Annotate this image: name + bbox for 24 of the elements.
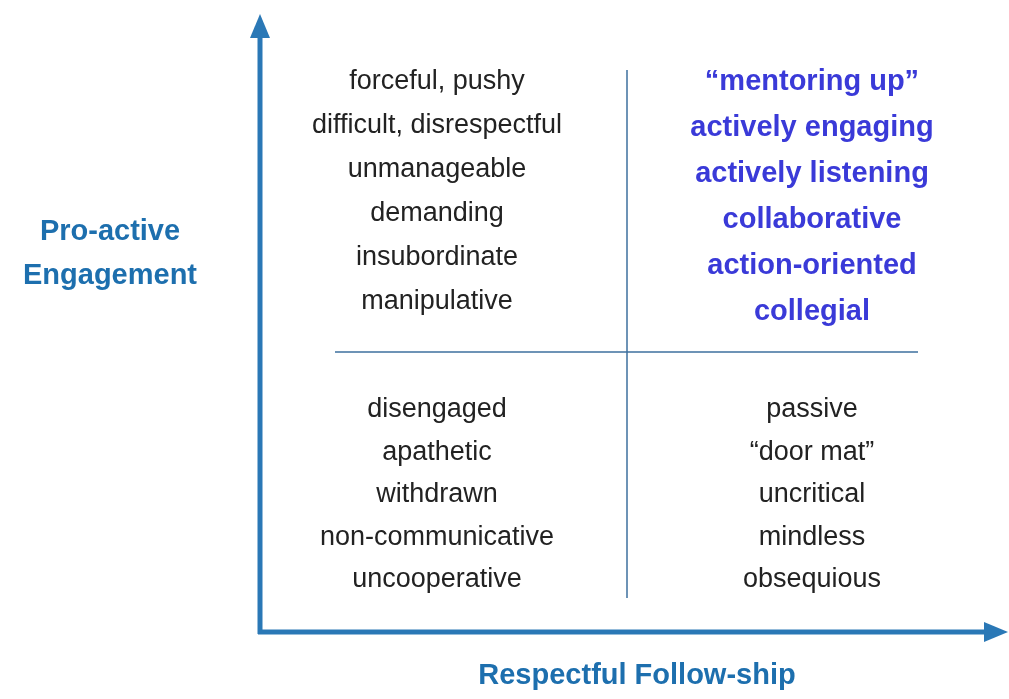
positive-trait: “mentoring up”: [703, 63, 921, 98]
trait-text: difficult, disrespectful: [310, 108, 564, 141]
positive-trait: actively engaging: [689, 109, 935, 144]
positive-trait: action-oriented: [706, 247, 918, 282]
trait-text: uncooperative: [351, 562, 523, 595]
trait-text: passive: [765, 392, 859, 425]
axis-title: Pro-active Engagement: [22, 213, 198, 292]
axis-title: Respectful Follow-ship: [477, 657, 797, 692]
trait-text: “door mat”: [748, 434, 876, 468]
trait-text: forceful, pushy: [348, 64, 526, 97]
trait-text: obsequious: [741, 562, 883, 595]
positive-trait: collegial: [752, 293, 871, 328]
trait-text: disengaged: [366, 392, 508, 425]
trait-text: insubordinate: [354, 240, 520, 273]
positive-trait: collaborative: [721, 201, 903, 236]
trait-text: withdrawn: [375, 477, 499, 510]
trait-text: unmanageable: [346, 152, 528, 185]
trait-text: apathetic: [381, 434, 493, 468]
positive-trait: actively listening: [694, 155, 930, 190]
trait-text: manipulative: [360, 284, 514, 317]
trait-text: demanding: [369, 196, 505, 229]
trait-text: mindless: [757, 519, 867, 553]
trait-text: non-communicative: [318, 519, 556, 553]
trait-text: uncritical: [757, 477, 867, 510]
